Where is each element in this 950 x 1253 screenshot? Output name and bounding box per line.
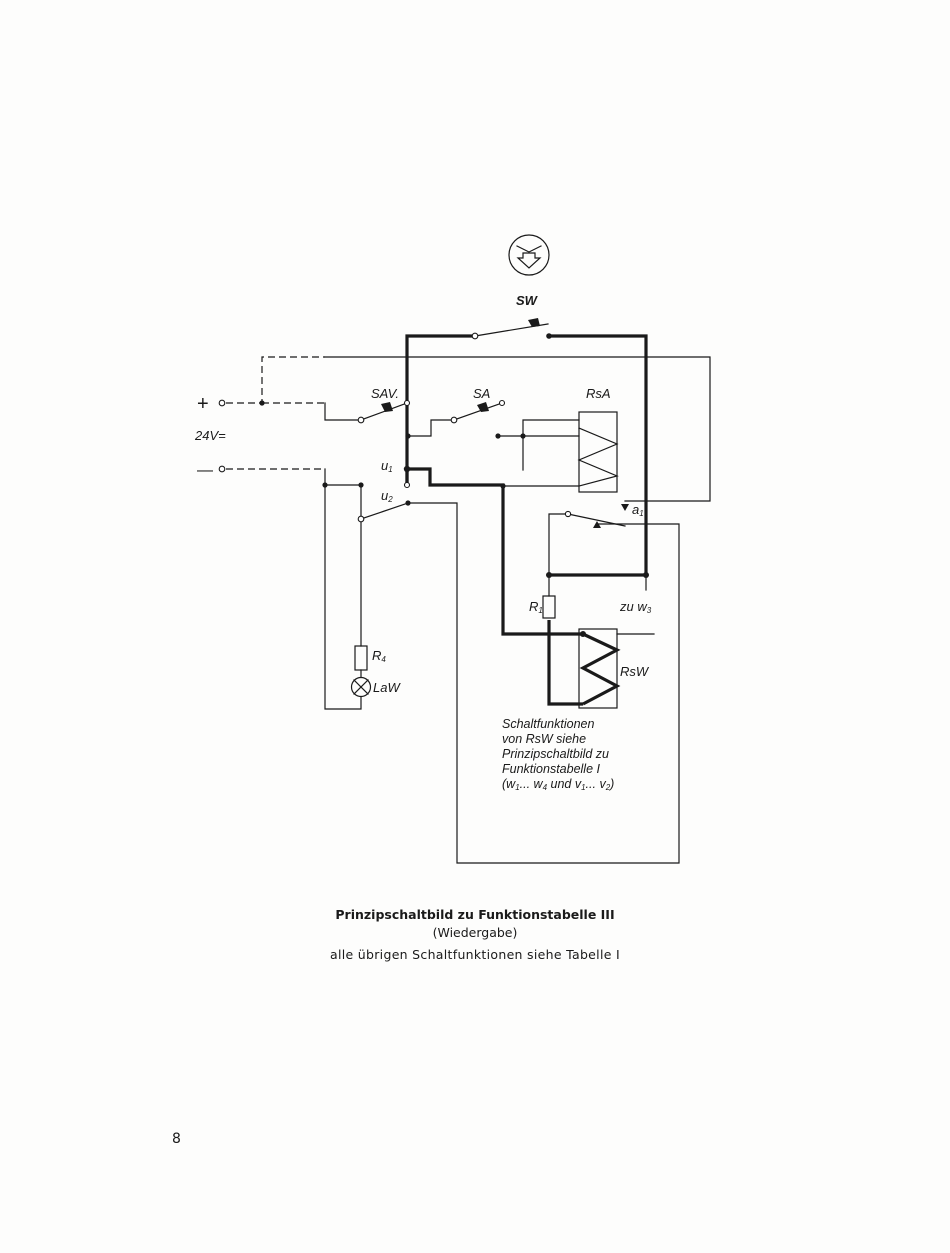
zu-w3-label: zu w3 [619, 599, 652, 615]
rsa-relay-coil [579, 412, 617, 492]
wire-sav-in [325, 403, 361, 420]
sa-switch [454, 402, 502, 420]
resistor-r4 [355, 646, 367, 670]
sw-switch [475, 318, 548, 336]
note-line: Prinzipschaltbild zu [502, 747, 609, 761]
resistor-r1 [543, 596, 555, 618]
page-number: 8 [172, 1131, 181, 1147]
wire-sw-loop [407, 336, 646, 575]
key-symbol-icon [509, 235, 549, 275]
wire-top-loop [325, 357, 710, 501]
wire-a1-loop [549, 514, 568, 596]
caption-title: Prinzipschaltbild zu Funktionstabelle II… [0, 907, 950, 922]
rsw-label: RsW [620, 664, 650, 679]
wire-u1-rsw [407, 469, 583, 634]
terminal-rings [219, 333, 570, 522]
law-label: LaW [373, 680, 401, 695]
note-line: Funktionstabelle I [502, 762, 601, 776]
wire-sav-sa [408, 420, 454, 436]
u2-switch [361, 503, 408, 519]
note-line: von RsW siehe [502, 732, 586, 746]
wire-dashed-plus [226, 357, 325, 403]
wire-u2-loop [408, 503, 679, 863]
plus-terminal-label: + [197, 393, 209, 415]
r4-label: R4 [372, 648, 386, 664]
u2-label: u2 [381, 488, 393, 504]
caption-note: alle übrigen Schaltfunktionen siehe Tabe… [0, 947, 950, 962]
sav-switch [361, 402, 407, 420]
note-line: (w1... w4 und v1... v2) [502, 777, 614, 792]
sa-label: SA [473, 386, 490, 401]
sav-label: SAV. [371, 386, 399, 401]
wire-rsa-return [503, 420, 579, 486]
rsw-note: Schaltfunktionen von RsW siehe Prinzipsc… [502, 717, 614, 792]
rsa-label: RsA [586, 386, 611, 401]
voltage-label: 24V= [194, 428, 226, 443]
sw-label: SW [516, 293, 539, 308]
u1-label: u1 [381, 458, 393, 474]
wire-minus-bus [325, 469, 361, 709]
caption-subtitle: (Wiedergabe) [0, 925, 950, 940]
lamp-law-icon [352, 678, 371, 697]
minus-terminal-label: — [197, 462, 213, 479]
a1-switch [568, 504, 629, 528]
a1-label: a1 [632, 502, 644, 518]
note-line: Schaltfunktionen [502, 717, 594, 731]
r1-label: R1 [529, 599, 543, 615]
